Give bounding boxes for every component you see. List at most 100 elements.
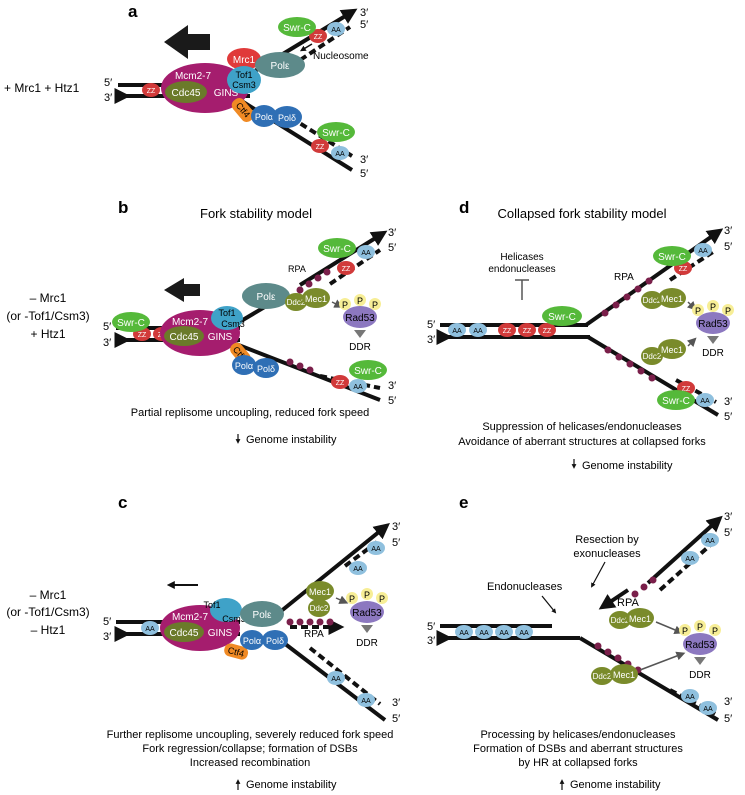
activation-arrow (655, 621, 684, 635)
rad53-label: Rad53 (685, 640, 715, 651)
svg-text:P: P (695, 306, 701, 316)
end-label: 3′ (360, 154, 368, 166)
svg-text:AA: AA (519, 630, 529, 637)
end-label: 3′ (388, 380, 396, 392)
panel-d-outcome: Genome instability (582, 460, 673, 472)
nucleosome-aa: AA (694, 243, 712, 257)
end-label: 5′ (392, 713, 400, 725)
tof1-label: Tof1 (218, 308, 235, 318)
pol-alpha (232, 355, 256, 375)
mec1-protein (610, 664, 638, 684)
panel-b-condition: (or -Tof1/Csm3) (6, 309, 89, 323)
panel-d-caption: Suppression of helicases/endonucleases (482, 421, 682, 433)
svg-text:AA: AA (335, 151, 345, 158)
rpa-label: RPA (304, 629, 324, 640)
svg-text:AA: AA (353, 384, 363, 391)
gins-label: GINS (208, 628, 233, 639)
nucleosome-aa: AA (701, 533, 719, 547)
end-label: 3′ (427, 635, 435, 647)
panel-d: d Collapsed fork stability model Helicas… (427, 198, 734, 472)
pol-epsilon-label: Polε (271, 61, 290, 72)
dna-strand (578, 636, 720, 722)
svg-text:P: P (349, 594, 355, 604)
helicases-label: endonucleases (488, 264, 555, 275)
svg-text:ZZ: ZZ (523, 328, 532, 335)
mec1-protein (626, 608, 654, 628)
mrc1-label: Mrc1 (233, 55, 256, 66)
pol-delta-label: Polδ (266, 636, 284, 646)
end-label: 5′ (104, 77, 112, 89)
svg-text:ZZ: ZZ (314, 34, 323, 41)
mec1-label: Mec1 (661, 345, 683, 355)
end-label: 5′ (388, 395, 396, 407)
end-label: 5′ (360, 19, 368, 31)
svg-text:Swr-C: Swr-C (658, 252, 686, 263)
svg-text:AA: AA (685, 694, 695, 701)
svg-text:Swr-C: Swr-C (323, 244, 351, 255)
mcm-label: Mcm2-7 (172, 317, 209, 328)
activation-arrow (331, 299, 344, 308)
tof1-csm3-protein (227, 66, 261, 94)
nucleosome-aa: AA (327, 671, 345, 685)
end-label: 5′ (724, 241, 732, 253)
nucleosome-zz: ZZ (331, 375, 349, 389)
svg-text:AA: AA (479, 630, 489, 637)
rad53-kinase (696, 312, 730, 334)
nucleosome-aa: AA (699, 701, 717, 715)
nucleosome-aa: AA (469, 323, 487, 337)
svg-text:ZZ: ZZ (503, 328, 512, 335)
end-label: 5′ (724, 527, 732, 539)
svg-text:P: P (682, 626, 688, 636)
svg-text:P: P (710, 302, 716, 312)
nucleosome-aa: AA (455, 625, 473, 639)
rpa-label: RPA (614, 272, 634, 283)
dna-strand (278, 522, 390, 614)
ddr-label: DDR (356, 638, 378, 649)
mcm-label: Mcm2-7 (175, 71, 212, 82)
ctf4-protein: Ctf4 (231, 97, 255, 123)
panel-c-condition: – Htz1 (31, 623, 66, 637)
end-label: 5′ (724, 713, 732, 725)
end-label: 3′ (392, 697, 400, 709)
end-label: 3′ (724, 696, 732, 708)
gins-label: GINS (208, 332, 233, 343)
ddc2-label: Ddc2 (643, 296, 662, 305)
nucleosome-aa: AA (349, 561, 367, 575)
mec1-label: Mec1 (613, 670, 635, 680)
rpa-label: RPA (288, 264, 306, 274)
tof1-csm3-protein (210, 598, 242, 622)
ddc2-protein (641, 347, 663, 365)
svg-text:AA: AA (473, 328, 483, 335)
panel-c-caption: Further replisome uncoupling, severely r… (107, 729, 394, 741)
svg-text:AA: AA (700, 398, 710, 405)
end-label: 3′ (724, 396, 732, 408)
pol-alpha (251, 105, 277, 127)
swr-c-complex: Swr-C (657, 390, 695, 410)
resection-label: Resection by (575, 534, 639, 546)
resection-arrow (598, 588, 630, 610)
resection-label: exonucleases (573, 548, 641, 560)
panel-b-condition: + Htz1 (30, 327, 65, 341)
pol-delta (272, 106, 302, 128)
end-label: 5′ (427, 621, 435, 633)
svg-text:Swr-C: Swr-C (283, 23, 311, 34)
svg-text:AA: AA (685, 556, 695, 563)
swr-c-complex: Swr-C (317, 122, 355, 142)
nucleosome-zz: ZZ (309, 29, 327, 43)
phosphate-groups: P P P (692, 300, 734, 316)
nucleosome-zz: ZZ (518, 323, 536, 337)
panel-e-caption: by HR at collapsed forks (518, 757, 638, 769)
phosphate-groups: P P P (339, 294, 381, 310)
end-label: 3′ (103, 631, 111, 643)
svg-text:ZZ: ZZ (147, 88, 156, 95)
nascent-strand (308, 646, 382, 706)
ddc2-label: Ddc2 (593, 672, 612, 681)
svg-text:P: P (342, 300, 348, 310)
panel-e: e Resection by exonucleases Endonuclease… (427, 493, 732, 791)
nucleosome-aa: AA (141, 621, 159, 635)
ddc2-label: Ddc2 (310, 604, 329, 613)
cdc45-protein (164, 622, 204, 642)
svg-text:AA: AA (459, 630, 469, 637)
activation-arrow (686, 337, 697, 348)
end-label: 3′ (388, 227, 396, 239)
